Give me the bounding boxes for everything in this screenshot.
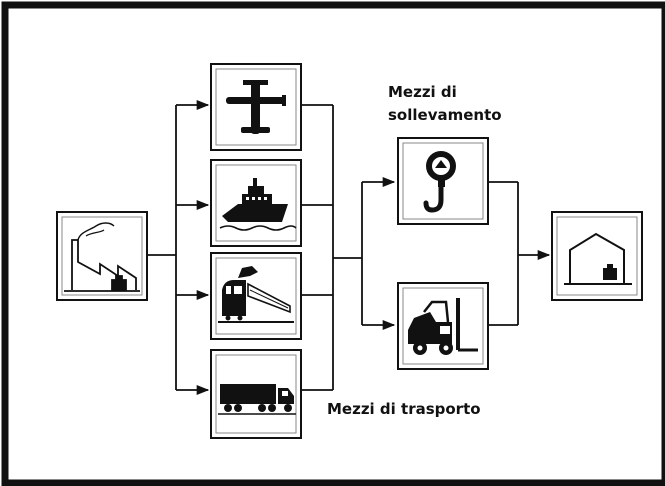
ship-node (210, 159, 302, 247)
connector-lines (148, 99, 551, 396)
crane-hook-icon (423, 151, 456, 213)
ship-icon (219, 178, 297, 231)
forklift-icon (408, 298, 478, 355)
train-node (210, 252, 302, 340)
lifting-label-line2: sollevamento (388, 106, 502, 124)
warehouse-node (551, 211, 643, 301)
crane-hook-node (397, 137, 489, 225)
forklift-node (397, 282, 489, 370)
truck-icon (218, 384, 296, 415)
factory-node (56, 211, 148, 301)
truck-node (210, 349, 302, 439)
airplane-node (210, 63, 302, 151)
factory-icon (64, 222, 140, 292)
transport-label: Mezzi di trasporto (327, 400, 481, 418)
warehouse-icon (564, 232, 632, 285)
train-icon (218, 266, 294, 323)
airplane-icon (226, 80, 286, 134)
lifting-label-line1: Mezzi di (388, 83, 457, 101)
